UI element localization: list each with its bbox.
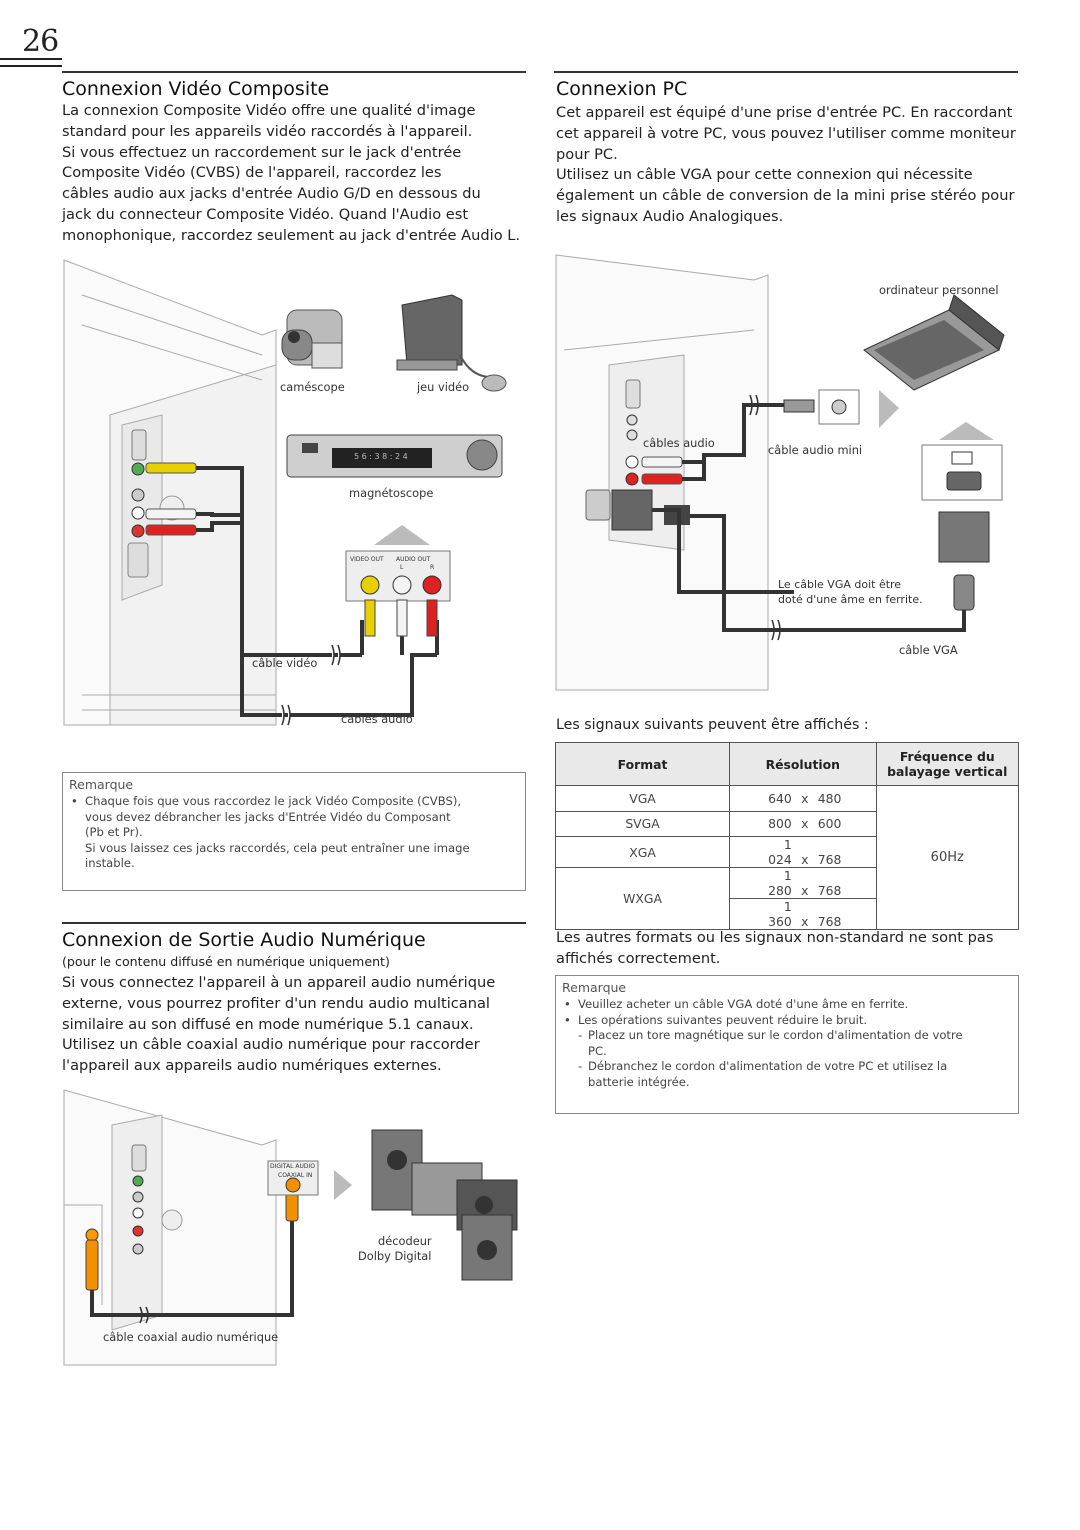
audio-cables-label: câbles audio [341, 712, 413, 726]
arrow-right-icon [334, 1170, 352, 1200]
section-rule [554, 71, 1018, 73]
pc-audio-cables-label: câbles audio [643, 436, 715, 450]
audio-out-label: AUDIO OUT [396, 556, 431, 563]
section-rule [62, 922, 526, 924]
audio-out-r-label: R [430, 564, 435, 571]
table-header-row: Format Résolution Fréquence du balayage … [554, 742, 1019, 786]
arrow-up-icon [939, 422, 994, 440]
header-frequency: Fréquence du balayage vertical [875, 742, 1019, 786]
coaxial-in-label: COAXIAL IN [278, 1172, 313, 1179]
ferrite-note-line1: Le câble VGA doit être [778, 578, 902, 591]
decoder-label: décodeur [378, 1234, 432, 1248]
signals-intro: Les signaux suivants peuvent être affich… [556, 717, 869, 733]
vcr-label: magnétoscope [349, 486, 434, 500]
game-console-icon [396, 294, 507, 392]
video-out-label: VIDEO OUT [350, 556, 384, 563]
page-number-rule [0, 58, 62, 67]
note-title: Remarque [69, 777, 134, 792]
audio-out-l-label: L [400, 564, 404, 571]
speaker-system-icon [371, 1129, 518, 1281]
composite-heading: Connexion Vidéo Composite [62, 78, 330, 100]
vcr-output-panel [345, 550, 451, 602]
digital-audio-paragraph: Si vous connectez l'appareil à un appare… [62, 974, 496, 1075]
camcorder-icon [281, 309, 343, 369]
composite-paragraph: La connexion Composite Vidéo offre une q… [62, 102, 521, 244]
pc-paragraph: Cet appareil est équipé d'une prise d'en… [556, 104, 1016, 225]
pc-note: Remarque Veuillez acheter un câble VGA d… [555, 975, 1019, 1114]
digital-audio-heading: Connexion de Sortie Audio Numérique [62, 929, 426, 951]
coaxial-cable-label: câble coaxial audio numérique [103, 1330, 279, 1344]
other-formats-text: Les autres formats ou les signaux non-st… [556, 929, 994, 967]
digital-audio-in-label: DIGITAL AUDIO [270, 1163, 315, 1170]
pc-heading: Connexion PC [556, 78, 688, 100]
page-number: 26 [22, 24, 59, 59]
digital-audio-subheading: (pour le contenu diffusé en numérique un… [62, 954, 390, 969]
header-resolution: Résolution [729, 742, 877, 786]
pc-connection-diagram [554, 250, 1020, 700]
composite-note: Remarque Chaque fois que vous raccordez … [62, 772, 526, 891]
pc-label: ordinateur personnel [879, 283, 999, 297]
vcr-display: 5 6 : 3 8 : 2 4 [354, 452, 408, 461]
mini-audio-cable-label: câble audio mini [768, 443, 863, 457]
ferrite-note-line2: doté d'une âme en ferrite. [778, 593, 923, 606]
note-title: Remarque [562, 980, 627, 995]
arrow-right-icon [879, 390, 899, 428]
vcr-icon [286, 434, 503, 478]
header-format: Format [554, 742, 731, 786]
section-rule [62, 71, 526, 73]
digital-audio-connection-diagram [62, 1085, 532, 1375]
camcorder-label: caméscope [280, 380, 345, 394]
laptop-icon [863, 294, 1005, 391]
signals-table: Format Résolution Fréquence du balayage … [554, 742, 1019, 931]
video-cable-label: câble vidéo [252, 656, 318, 670]
vga-cable-label: câble VGA [899, 643, 958, 657]
frequency-cell: 60Hz [875, 784, 1019, 931]
arrow-up-icon [374, 525, 430, 545]
game-console-label: jeu vidéo [417, 380, 470, 394]
dolby-label: Dolby Digital [358, 1249, 432, 1263]
composite-connection-diagram [62, 255, 526, 765]
